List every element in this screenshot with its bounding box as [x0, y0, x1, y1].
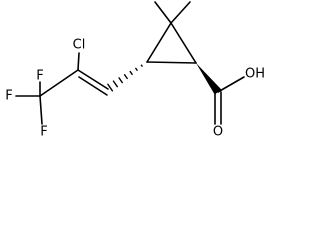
- vinyl-double-bond-b: [78, 76, 108, 96]
- fluorine-bottom-label: F: [40, 125, 47, 140]
- ring-bond-1-2: [146, 61, 197, 64]
- molecule-structure: Cl F F F OH O: [5, 1, 265, 140]
- fluorine-top-label: F: [36, 69, 43, 84]
- chlorine-bond: [77, 52, 80, 71]
- fluorine-left-label: F: [5, 89, 12, 104]
- carbonyl-oxygen-label: O: [213, 125, 223, 140]
- stereo-hash-vinyl: [135, 67, 138, 71]
- stereo-hash-vinyl: [107, 83, 114, 92]
- chlorine-label: Cl: [73, 38, 86, 53]
- atom-label-layer: Cl F F F OH O: [5, 38, 265, 140]
- methyl-bond-right: [170, 1, 191, 24]
- hydroxyl-label: OH: [245, 67, 265, 82]
- stereo-hash-vinyl: [140, 64, 143, 67]
- stereo-wedge-carboxyl: [196, 63, 222, 95]
- stereo-hash-vinyl: [129, 70, 133, 76]
- ring-bond-1-3: [146, 22, 172, 63]
- fluorine-bottom-bond: [39, 95, 43, 125]
- vinyl-double-bond-a: [77, 69, 109, 90]
- stereo-hash-vinyl: [123, 74, 128, 80]
- stereo-hash-vinyl: [118, 77, 123, 84]
- ring-bond-2-3: [170, 22, 197, 64]
- bond-layer: [15, 1, 245, 125]
- hydroxyl-bond: [217, 76, 245, 93]
- cf3-bond: [39, 69, 79, 97]
- stereo-hash-vinyl: [112, 80, 119, 88]
- methyl-bond-left: [154, 1, 172, 24]
